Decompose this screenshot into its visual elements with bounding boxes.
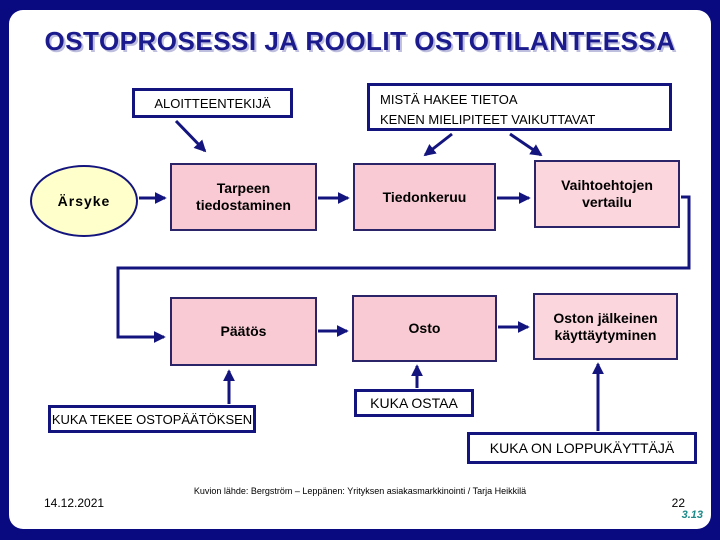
footer-date: 14.12.2021	[44, 496, 105, 510]
shape-arsyke-ellipse: Ärsyke	[30, 165, 138, 237]
shape-vaihtoehtojen-vertailu: Vaihtoehtojen vertailu	[534, 160, 680, 228]
shape-oston-line2: käyttäytyminen	[554, 326, 657, 343]
footer-page-number: 22	[671, 496, 685, 510]
label-mista-line2: KENEN MIELIPITEET VAIKUTTAVAT	[380, 112, 596, 127]
label-kuka-ostaa: KUKA OSTAA	[354, 389, 474, 417]
shape-arsyke-text: Ärsyke	[57, 193, 111, 209]
shape-tarpeen-tiedostaminen: Tarpeen tiedostaminen	[170, 163, 317, 231]
shape-tiedonkeruu: Tiedonkeruu	[353, 163, 496, 231]
label-kuka-on-loppukayttaja: KUKA ON LOPPUKÄYTTÄJÄ	[467, 432, 697, 464]
shape-vaihtoehtojen-line2: vertailu	[582, 194, 632, 210]
shape-osto-text: Osto	[408, 320, 441, 336]
shape-paatos: Päätös	[170, 297, 317, 366]
shape-oston-line1: Oston jälkeinen	[553, 309, 658, 326]
label-aloitteentekija-text: ALOITTEENTEKIJÄ	[154, 95, 271, 111]
label-mista-line1: MISTÄ HAKEE TIETOA	[380, 92, 518, 107]
shape-tiedonkeruu-text: Tiedonkeruu	[382, 188, 467, 205]
footer-source: Kuvion lähde: Bergström – Leppänen: Yrit…	[193, 486, 527, 496]
label-mista-hakee-tietoa: MISTÄ HAKEE TIETOA KENEN MIELIPITEET VAI…	[367, 83, 672, 131]
shape-vaihtoehtojen-line1: Vaihtoehtojen	[561, 177, 653, 193]
shape-osto: Osto	[352, 295, 497, 362]
label-aloitteentekija: ALOITTEENTEKIJÄ	[132, 88, 293, 118]
label-kuka-loppukayttaja-text: KUKA ON LOPPUKÄYTTÄJÄ	[489, 440, 675, 456]
shape-tarpeen-line2: tiedostaminen	[196, 197, 291, 213]
shape-oston-jalkeinen: Oston jälkeinen käyttäytyminen	[533, 293, 678, 360]
footer-section-number: 3.13	[681, 509, 703, 521]
shape-tarpeen-line1: Tarpeen	[216, 180, 271, 196]
label-kuka-tekee-ostopaatoksen: KUKA TEKEE OSTOPÄÄTÖKSEN	[48, 405, 256, 433]
label-kuka-ostaa-text: KUKA OSTAA	[370, 395, 458, 411]
label-kuka-tekee-text: KUKA TEKEE OSTOPÄÄTÖKSEN	[51, 411, 253, 427]
page-title: OSTOPROSESSI JA ROOLIT OSTOTILANTEESSA	[44, 26, 676, 56]
shape-paatos-text: Päätös	[220, 323, 267, 339]
